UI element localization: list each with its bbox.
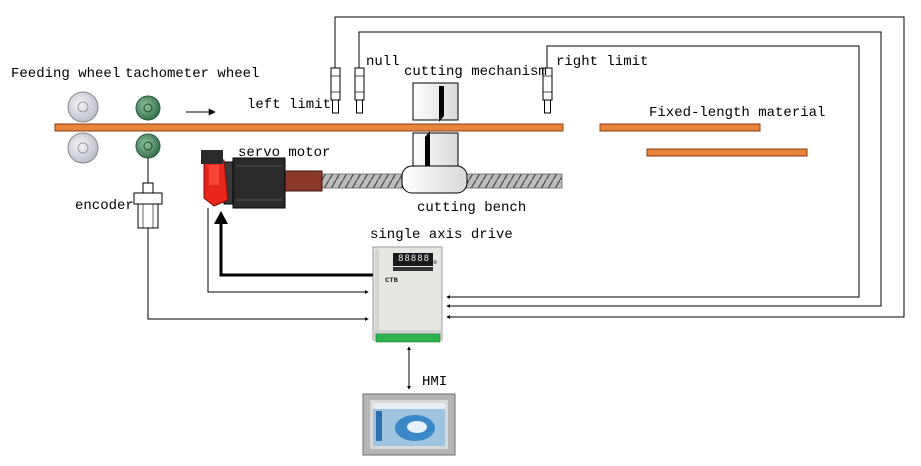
cutting-mechanism [412,82,459,122]
label-encoder: encoder [75,198,134,214]
label-fixed-length-material: Fixed-length material [649,105,826,121]
null-sensor [354,67,365,114]
bench-carriage [401,165,468,194]
cut-material-piece-1 [599,123,761,132]
label-hmi: HMI [422,374,448,390]
tachometer-wheel [135,95,161,159]
material-strip [54,123,564,132]
label-tachometer-wheel: tachometer wheel [125,66,260,82]
feeding-wheel [67,91,99,164]
hmi-panel [362,393,456,456]
drive-display: 88888 [397,254,431,264]
label-servo-motor: servo motor [238,145,331,161]
label-feeding-wheel: Feeding wheel [11,66,121,82]
left-limit-sensor [330,67,341,114]
label-null: null [366,54,400,70]
label-cutting-bench: cutting bench [417,200,527,216]
label-left-limit: left limit [247,97,332,113]
label-single-axis-drive: single axis drive [370,227,513,243]
single-axis-drive [372,246,443,343]
servo-motor [201,150,286,209]
power-line-arrowhead [214,211,228,224]
label-right-limit: right limit [556,54,649,70]
drive-brand: CTB [385,277,399,284]
wiring [147,16,905,390]
cutting-bench [412,131,459,171]
power-line [219,222,373,277]
label-cutting-mechanism: cutting mechanism [404,64,547,80]
drive-terminal-block [375,333,441,343]
encoder [133,158,163,229]
coupling [284,170,323,192]
cut-material-piece-2 [646,148,808,157]
